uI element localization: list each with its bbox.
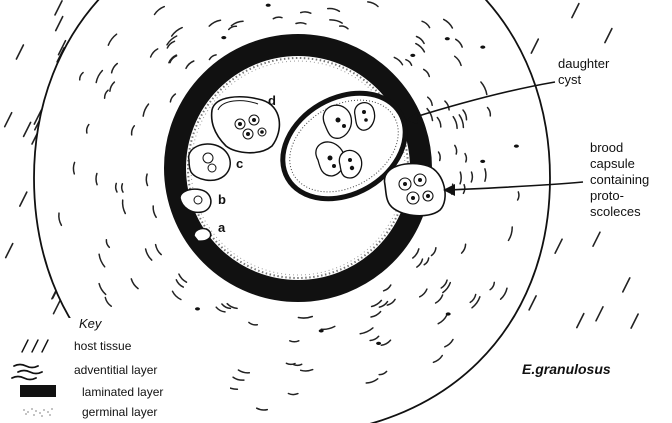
hatch-stroke (623, 278, 630, 292)
hatch-stroke (555, 239, 562, 253)
legend-label-germinal-layer: germinal layer (82, 405, 157, 419)
adventitial-nucleus (446, 312, 451, 315)
adventitial-nucleus (221, 36, 226, 39)
stage-label-d: d (268, 93, 276, 108)
hatch-stroke (572, 4, 579, 18)
adventitial-nucleus (410, 54, 415, 57)
hatch-stroke (24, 122, 31, 136)
hatch-stroke (56, 17, 63, 31)
hatch-stroke (54, 300, 61, 314)
adventitial-nucleus (195, 307, 200, 310)
daughter-cyst-label: daughter cyst (558, 56, 613, 87)
legend-label-adventitial-layer: adventitial layer (74, 363, 157, 377)
adventitial-nucleus (445, 37, 450, 40)
hatch-stroke (6, 244, 13, 258)
brood-capsule-label: brood capsule containing proto- scoleces (590, 140, 653, 219)
legend-label-laminated-layer: laminated layer (82, 385, 163, 399)
hatch-stroke (596, 307, 603, 321)
hatch-stroke (5, 113, 12, 127)
hatch-stroke (531, 39, 538, 53)
hatch-stroke (16, 45, 23, 59)
adventitial-nucleus (266, 4, 271, 7)
legend-title: Key (79, 316, 103, 331)
adventitial-nucleus (319, 329, 324, 332)
adventitial-nucleus (376, 342, 381, 345)
adventitial-nucleus (514, 145, 519, 148)
stage-label-b: b (218, 192, 226, 207)
legend-label-host-tissue: host tissue (74, 339, 132, 353)
legend: Key host tissue adventitial layer lamina… (0, 316, 230, 423)
solid-black-bar-icon (20, 385, 56, 397)
species-label: E.granulosus (522, 361, 611, 377)
hatch-stroke (529, 296, 536, 310)
brood-capsule-stage-a (194, 229, 211, 242)
stage-label-c: c (236, 156, 243, 171)
stage-label-a: a (218, 220, 226, 235)
hatch-stroke (605, 29, 612, 43)
hatch-stroke (593, 232, 600, 246)
hatch-stroke (20, 192, 27, 206)
brood-capsule-stage-c (189, 144, 231, 180)
brood-capsule-right (384, 164, 445, 216)
adventitial-nucleus (480, 160, 485, 163)
hatch-stroke (55, 1, 62, 15)
hatch-stroke (631, 314, 638, 328)
hatch-stroke (577, 314, 584, 328)
adventitial-nucleus (480, 46, 485, 49)
